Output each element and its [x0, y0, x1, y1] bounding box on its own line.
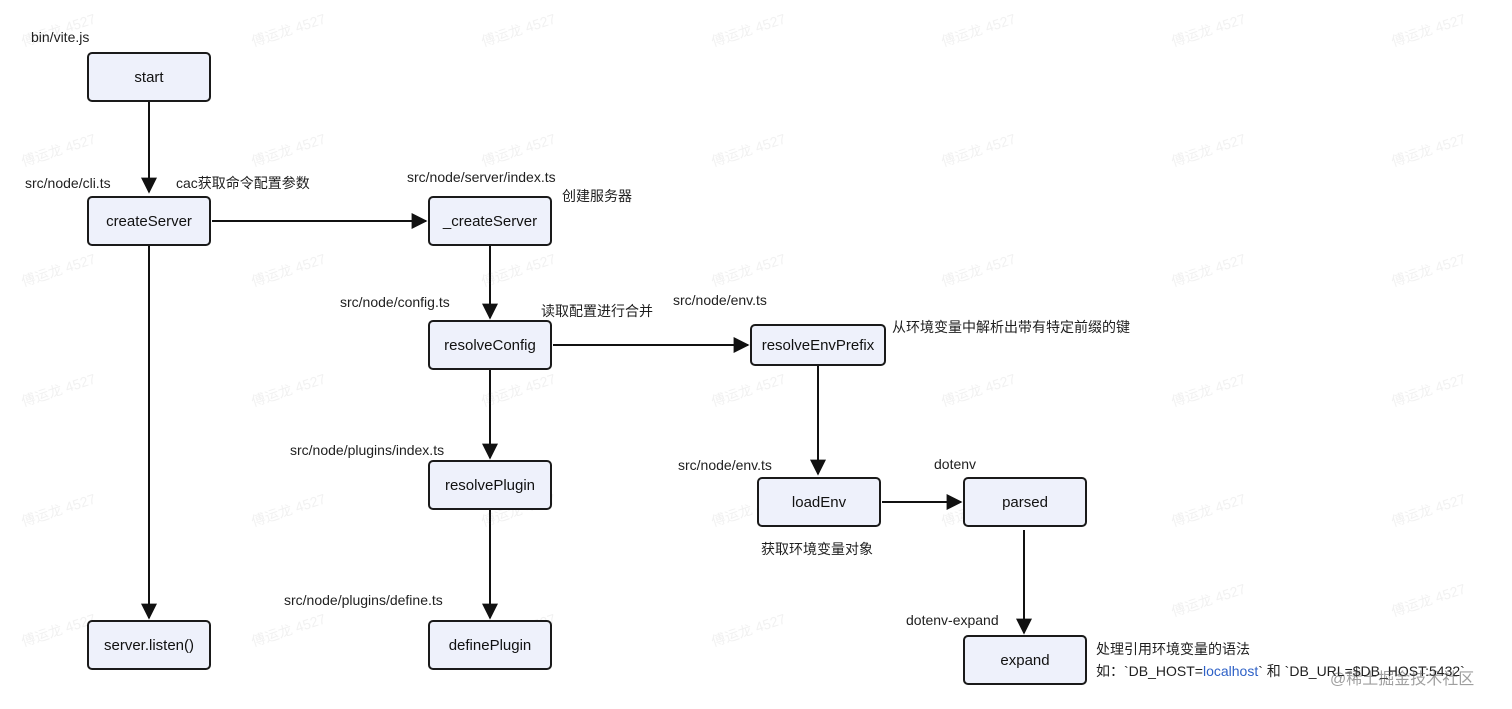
node-start[interactable]: start	[87, 52, 211, 102]
label-expand-desc: 处理引用环境变量的语法	[1096, 641, 1250, 657]
label-expand-example: 如：`DB_HOST=localhost` 和 `DB_URL=$DB_HOST…	[1096, 662, 1465, 680]
label-dotenv: dotenv	[934, 456, 977, 472]
footer-watermark: @稀土掘金技术社区	[1330, 671, 1475, 688]
node-server-listen[interactable]: server.listen()	[87, 620, 211, 670]
label-cli: src/node/cli.ts	[25, 175, 111, 191]
label-env-prefix-desc: 从环境变量中解析出带有特定前缀的键	[892, 319, 1130, 335]
label-plugins-define: src/node/plugins/define.ts	[284, 592, 443, 608]
node-define-plugin[interactable]: definePlugin	[428, 620, 552, 670]
label-get-env-obj: 获取环境变量对象	[761, 541, 873, 557]
node-load-env[interactable]: loadEnv	[757, 477, 881, 527]
example-prefix: 如：`DB_HOST=	[1096, 663, 1203, 679]
example-highlight: localhost	[1202, 663, 1259, 679]
example-suffix: ` 和 `DB_URL=$DB_HOST:5432`	[1258, 663, 1465, 679]
label-cac: cac获取命令配置参数	[176, 175, 310, 191]
node-expand[interactable]: expand	[963, 635, 1087, 685]
label-read-config: 读取配置进行合并	[541, 303, 653, 319]
label-create-server-desc: 创建服务器	[562, 188, 632, 204]
label-server-index: src/node/server/index.ts	[407, 169, 556, 185]
node-create-server[interactable]: createServer	[87, 196, 211, 246]
node-parsed[interactable]: parsed	[963, 477, 1087, 527]
label-env-ts-top: src/node/env.ts	[673, 292, 767, 308]
node-resolve-config[interactable]: resolveConfig	[428, 320, 552, 370]
label-config: src/node/config.ts	[340, 294, 450, 310]
node-resolve-plugin[interactable]: resolvePlugin	[428, 460, 552, 510]
label-bin-vite: bin/vite.js	[31, 29, 90, 45]
node-resolve-env-prefix[interactable]: resolveEnvPrefix	[750, 324, 886, 366]
label-env-ts-bottom: src/node/env.ts	[678, 457, 772, 473]
label-dotenv-expand: dotenv-expand	[906, 612, 999, 628]
label-plugins-index: src/node/plugins/index.ts	[290, 442, 445, 458]
node-inner-create-server[interactable]: _createServer	[428, 196, 552, 246]
